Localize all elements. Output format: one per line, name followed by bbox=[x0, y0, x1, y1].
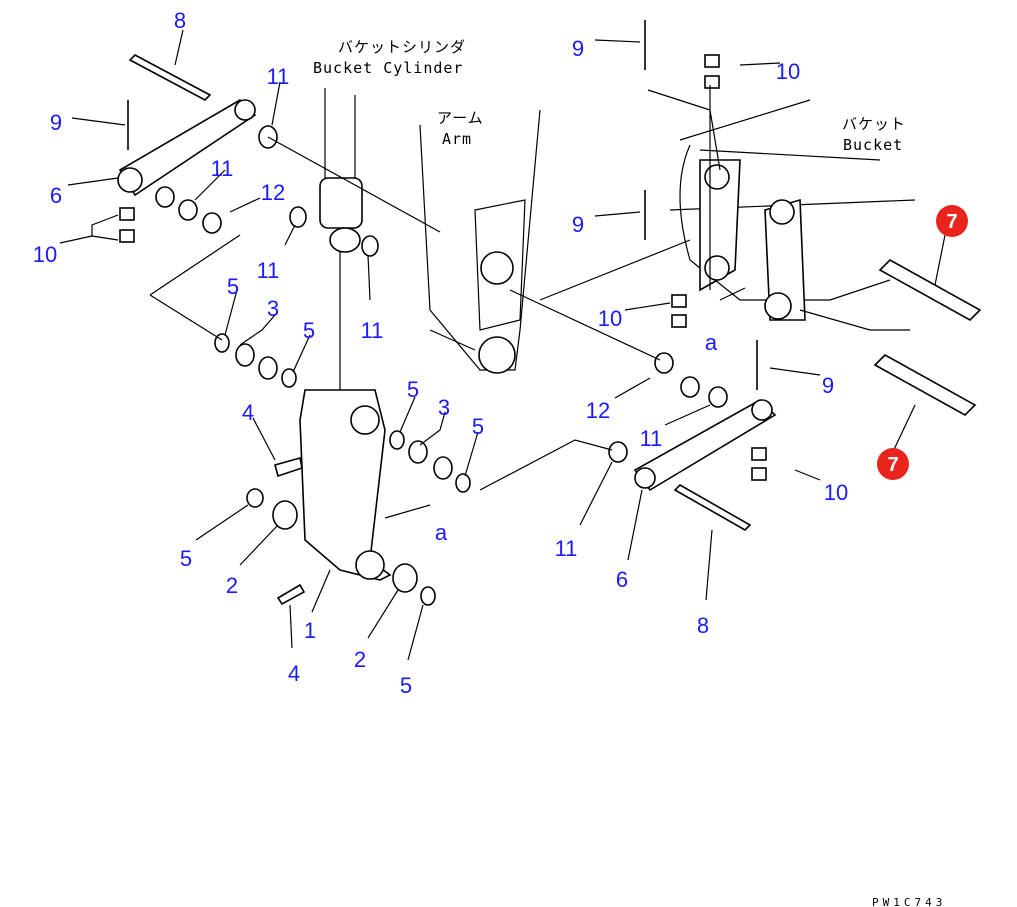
callout-9: 9 bbox=[822, 373, 834, 398]
callout-11: 11 bbox=[211, 156, 234, 181]
callout-10: 10 bbox=[33, 242, 57, 267]
callout-12: 12 bbox=[586, 398, 610, 423]
callout-4: 4 bbox=[242, 400, 254, 425]
bucket-caption-en: Bucket bbox=[843, 136, 903, 154]
callout-9: 9 bbox=[50, 110, 62, 135]
bucket-cylinder-caption-jp: バケットシリンダ bbox=[338, 38, 466, 56]
bucket bbox=[669, 99, 916, 321]
callout-5: 5 bbox=[227, 274, 239, 299]
callout-8: 8 bbox=[697, 613, 709, 638]
figure-code: PW1C743 bbox=[872, 896, 946, 907]
callout-10: 10 bbox=[598, 306, 622, 331]
callout-5: 5 bbox=[472, 414, 484, 439]
callout-11: 11 bbox=[267, 64, 290, 89]
callout-6: 6 bbox=[616, 567, 628, 592]
callout-4: 4 bbox=[288, 661, 300, 686]
callout-12: 12 bbox=[261, 180, 285, 205]
callout-8: 8 bbox=[174, 8, 186, 33]
highlight-badge bbox=[877, 448, 909, 480]
callout-10: 10 bbox=[776, 59, 800, 84]
washers bbox=[119, 54, 767, 606]
callout-7-highlighted: 7 bbox=[946, 211, 957, 233]
arm-caption-jp: アーム bbox=[437, 109, 484, 127]
callout-5: 5 bbox=[407, 377, 419, 402]
callout-3: 3 bbox=[267, 296, 279, 321]
callout-6: 6 bbox=[50, 183, 62, 208]
arm bbox=[419, 109, 541, 374]
callout-10: 10 bbox=[824, 480, 848, 505]
pin bbox=[128, 54, 212, 101]
pin bbox=[673, 484, 752, 531]
callout-11: 11 bbox=[361, 318, 384, 343]
callout-5: 5 bbox=[303, 318, 315, 343]
bucket-cylinder-caption-en: Bucket Cylinder bbox=[313, 59, 463, 77]
callout-9: 9 bbox=[572, 212, 584, 237]
callout-11: 11 bbox=[555, 536, 578, 561]
callout-11: 11 bbox=[257, 258, 280, 283]
pin bbox=[873, 354, 977, 416]
bucket-caption-jp: バケット bbox=[842, 115, 906, 133]
arm-caption-en: Arm bbox=[442, 130, 472, 148]
callout-2: 2 bbox=[354, 647, 366, 672]
callout-2: 2 bbox=[226, 573, 238, 598]
callout-5: 5 bbox=[400, 673, 412, 698]
callout-3: 3 bbox=[438, 395, 450, 420]
leader-lines bbox=[59, 29, 946, 661]
callout-5: 5 bbox=[180, 546, 192, 571]
highlight-badge bbox=[936, 205, 968, 237]
callout-a: a bbox=[705, 330, 718, 355]
callout-1: 1 bbox=[304, 618, 316, 643]
callout-a: a bbox=[435, 520, 448, 545]
callout-7-highlighted: 7 bbox=[887, 454, 898, 476]
link bbox=[299, 389, 392, 581]
pin bbox=[878, 259, 982, 321]
callout-11: 11 bbox=[640, 426, 663, 451]
bucket-cylinder bbox=[319, 88, 363, 400]
callout-9: 9 bbox=[572, 36, 584, 61]
